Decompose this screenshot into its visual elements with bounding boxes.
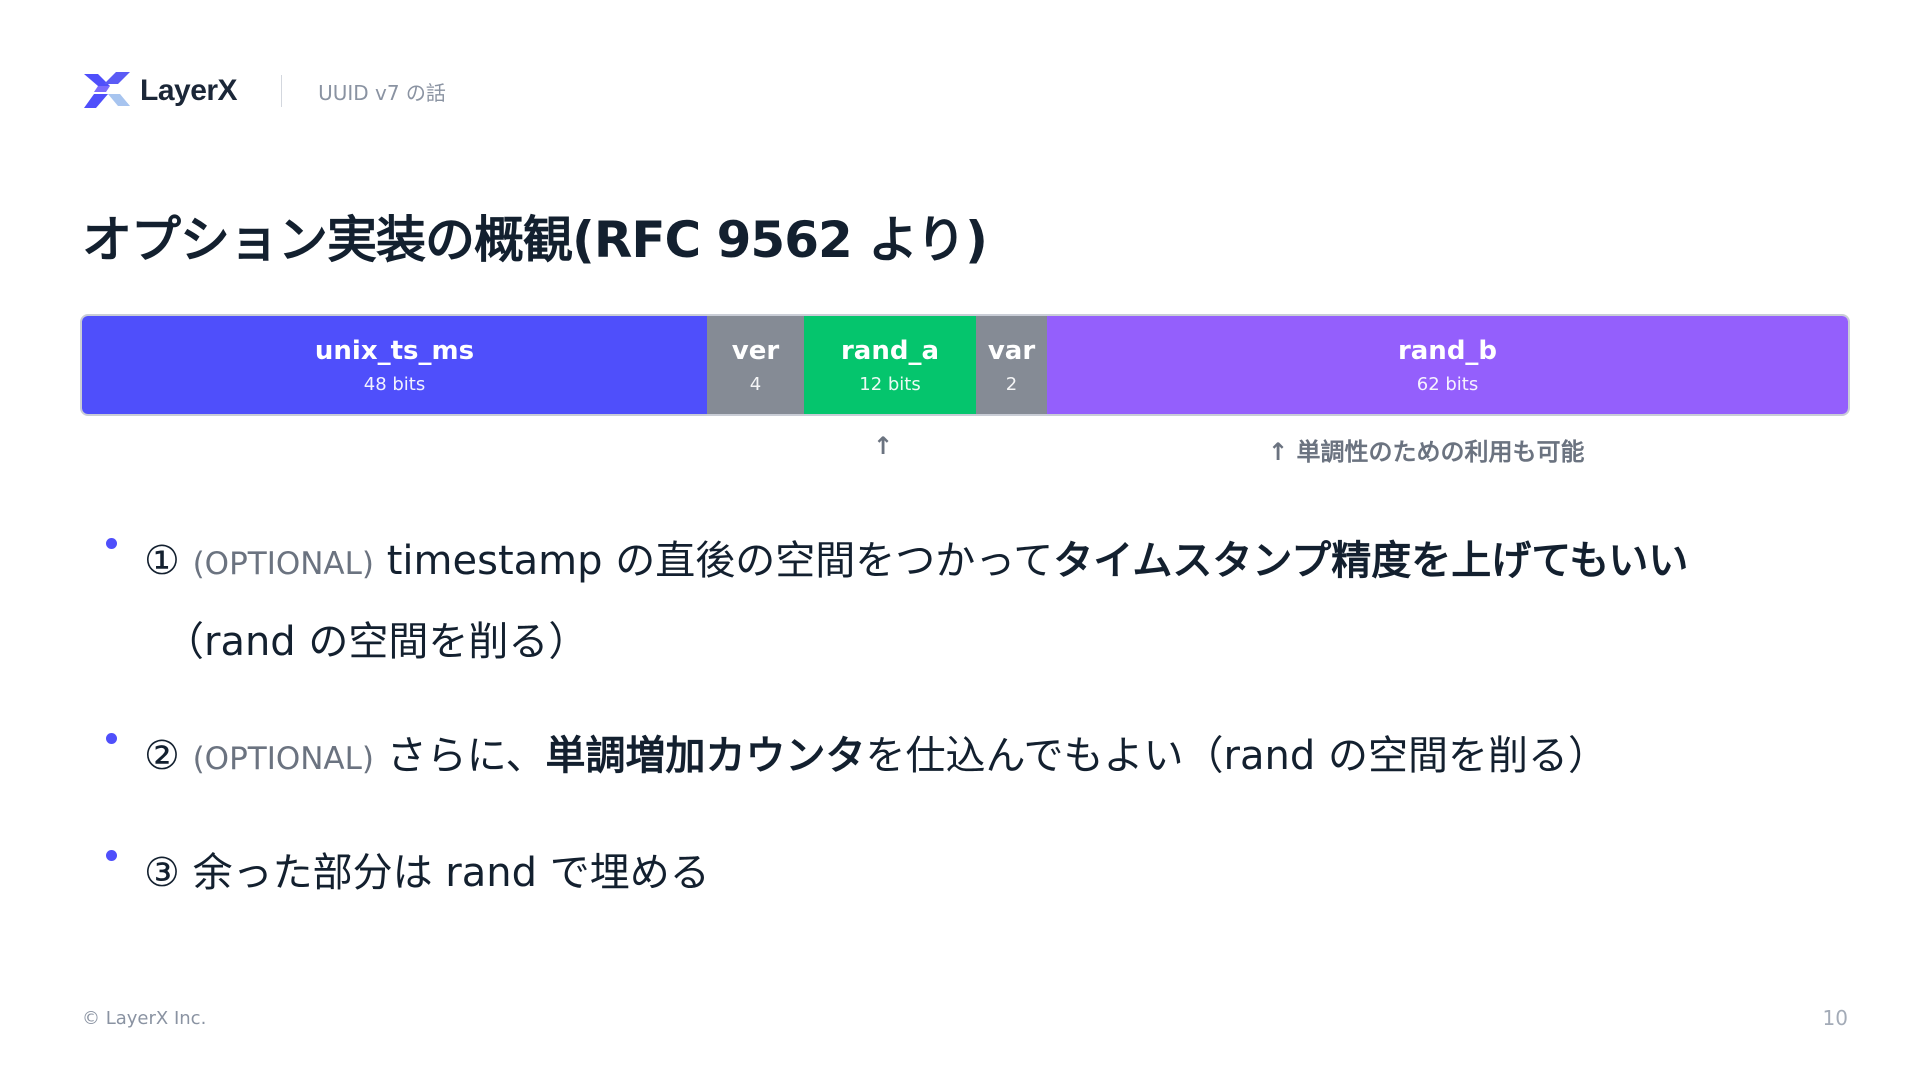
- bullet-marker: ②: [144, 733, 180, 779]
- header-subtitle: UUID v7 の話: [318, 80, 446, 105]
- segment-bits: 48 bits: [363, 373, 426, 395]
- segment-rand-b: rand_b 62 bits: [1047, 316, 1848, 414]
- bullet-dot-icon: [106, 538, 117, 549]
- bullet-line: ① (OPTIONAL) timestamp の直後の空間をつかってタイムスタン…: [144, 522, 1846, 603]
- slide-header: LayerX UUID v7 の話: [84, 70, 446, 112]
- segment-bits: 62 bits: [1416, 373, 1479, 395]
- bullet-dot-icon: [106, 850, 117, 861]
- segment-ver: ver 4: [707, 316, 804, 414]
- header-divider: [281, 75, 283, 107]
- bullet-text: さらに、: [386, 733, 546, 779]
- bullet-dot-icon: [106, 733, 117, 744]
- list-item: ② (OPTIONAL) さらに、単調増加カウンタを仕込んでもよい（rand の…: [106, 717, 1846, 798]
- segment-bits: 2: [1005, 373, 1018, 395]
- footer-copyright: © LayerX Inc.: [82, 1008, 207, 1029]
- segment-name: var: [987, 335, 1036, 366]
- bullet-text-after: を仕込んでもよい（rand の空間を削る）: [865, 733, 1608, 779]
- layerx-mark-icon: [84, 72, 130, 108]
- segment-bits: 12 bits: [859, 373, 921, 395]
- bullet-text: timestamp の直後の空間をつかって: [386, 538, 1054, 584]
- segment-rand-a: rand_a 12 bits: [804, 316, 976, 414]
- segment-unix-ts-ms: unix_ts_ms 48 bits: [82, 316, 707, 414]
- list-item: ③ 余った部分は rand で埋める: [106, 834, 1846, 912]
- bullet-emphasis: タイムスタンプ精度を上げてもいい: [1053, 538, 1689, 584]
- logo-text: LayerX: [140, 74, 238, 107]
- bullet-line: ② (OPTIONAL) さらに、単調増加カウンタを仕込んでもよい（rand の…: [144, 717, 1846, 798]
- slide-title: オプション実装の概観(RFC 9562 より): [82, 211, 988, 269]
- rand-b-arrow-note: ↑ 単調性のための利用も可能: [1268, 438, 1585, 466]
- bullet-marker: ①: [144, 538, 180, 584]
- bullet-line-continued: （rand の空間を削る）: [164, 619, 589, 665]
- page-number: 10: [1822, 1006, 1848, 1030]
- bullet-line: ③ 余った部分は rand で埋める: [144, 834, 1846, 912]
- segment-name: ver: [731, 335, 780, 366]
- bullet-marker: ③: [144, 850, 180, 896]
- segment-var: var 2: [976, 316, 1047, 414]
- optional-tag: (OPTIONAL): [192, 546, 375, 582]
- bullet-text: 余った部分は rand で埋める: [192, 850, 710, 896]
- bullet-emphasis: 単調増加カウンタ: [545, 733, 866, 779]
- optional-tag: (OPTIONAL): [192, 741, 375, 777]
- segment-name: rand_a: [840, 335, 940, 366]
- bullet-list: ① (OPTIONAL) timestamp の直後の空間をつかってタイムスタン…: [106, 522, 1846, 912]
- layerx-logo: LayerX: [84, 72, 238, 110]
- segment-name: rand_b: [1397, 335, 1498, 366]
- rand-a-arrow-note: ↑: [873, 432, 894, 460]
- uuid-bit-layout: unix_ts_ms 48 bits ver 4 rand_a 12 bits …: [80, 314, 1850, 416]
- segment-name: unix_ts_ms: [314, 335, 475, 366]
- segment-bits: 4: [749, 373, 762, 395]
- list-item: ① (OPTIONAL) timestamp の直後の空間をつかってタイムスタン…: [106, 522, 1846, 681]
